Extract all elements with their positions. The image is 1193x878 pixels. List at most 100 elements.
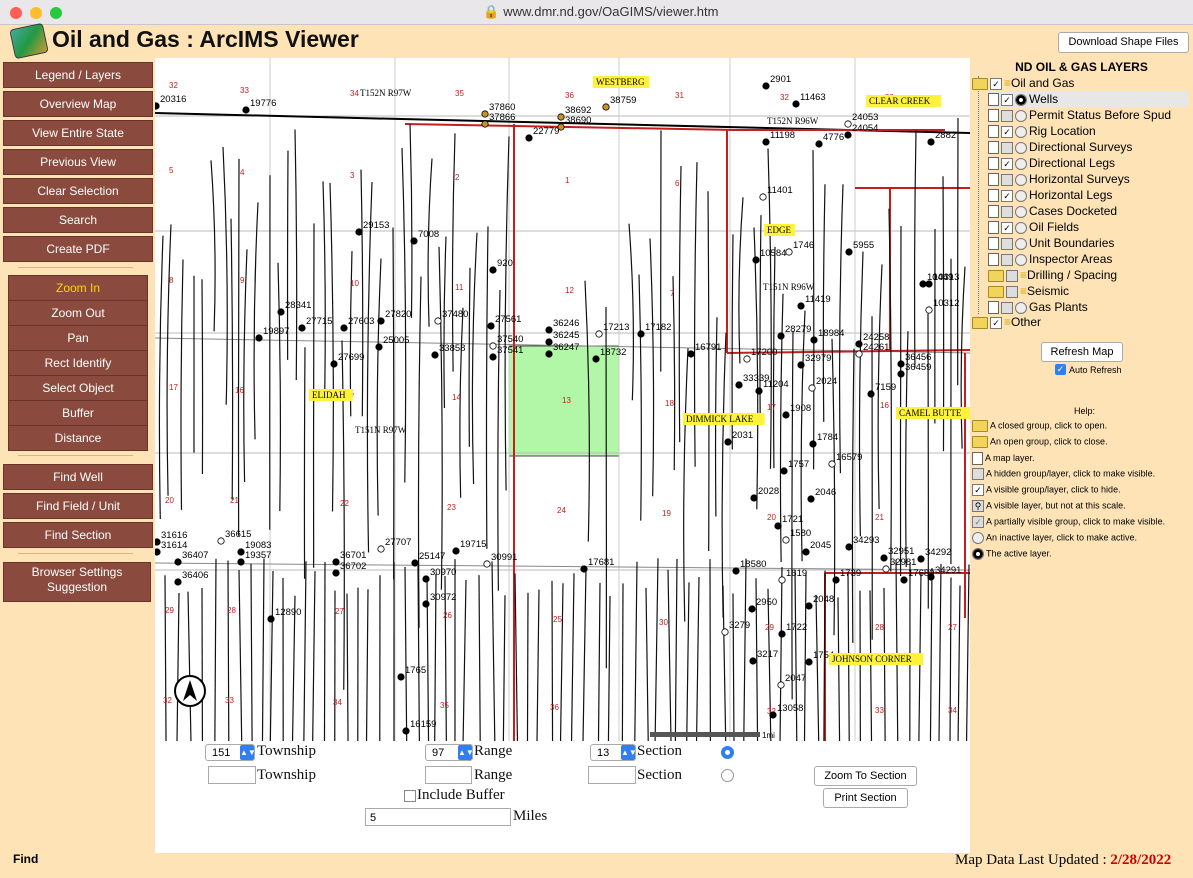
layer-group-other[interactable]: ✓≡Other xyxy=(972,314,1041,330)
well-label[interactable]: 37860 xyxy=(489,102,515,113)
well-symbol[interactable] xyxy=(802,548,810,556)
tool-zoom-inbutton[interactable]: Zoom In xyxy=(8,275,148,301)
refresh-map-button[interactable]: Refresh Map xyxy=(1041,342,1123,362)
well-label[interactable]: 18732 xyxy=(600,347,626,358)
layer-visibility-checkbox[interactable]: ✓ xyxy=(1001,93,1013,106)
layer-visibility-checkbox[interactable] xyxy=(1006,269,1018,282)
well-label[interactable]: 31614 xyxy=(161,540,187,551)
well-symbol[interactable] xyxy=(927,573,935,581)
well-symbol[interactable] xyxy=(845,248,853,256)
well-label[interactable]: 27699 xyxy=(338,352,364,363)
layer-item[interactable]: ✓Wells xyxy=(988,91,1188,107)
well-label[interactable]: 38690 xyxy=(565,115,591,126)
layer-item[interactable]: Horizontal Surveys xyxy=(988,171,1130,187)
well-label[interactable]: 24258 xyxy=(863,332,889,343)
well-symbol[interactable] xyxy=(355,228,363,236)
well-label[interactable]: 20316 xyxy=(160,94,186,105)
well-symbol[interactable] xyxy=(410,237,418,245)
well-symbol[interactable] xyxy=(797,302,805,310)
auto-refresh-checkbox[interactable]: ✓ xyxy=(1055,364,1066,375)
well-label[interactable]: 27715 xyxy=(306,316,332,327)
layer-item[interactable]: ✓Directional Legs xyxy=(988,155,1115,171)
layer-active-radio[interactable] xyxy=(1015,109,1027,122)
well-symbol[interactable] xyxy=(855,350,863,358)
well-symbol[interactable] xyxy=(778,576,786,584)
well-symbol[interactable] xyxy=(422,600,430,608)
close-window-button[interactable] xyxy=(10,7,22,19)
include-buffer-checkbox[interactable] xyxy=(404,790,416,802)
well-label[interactable]: 19357 xyxy=(245,550,271,561)
well-symbol[interactable] xyxy=(525,134,533,142)
well-label[interactable]: 28341 xyxy=(285,300,311,311)
well-symbol[interactable] xyxy=(489,353,497,361)
visible-checkbox[interactable]: ✓ xyxy=(990,316,1002,329)
well-symbol[interactable] xyxy=(155,548,161,556)
well-label[interactable]: 17680 xyxy=(908,568,934,579)
well-label[interactable]: 17182 xyxy=(645,322,671,333)
well-label[interactable]: 37480 xyxy=(442,309,468,320)
well-label[interactable]: 33858 xyxy=(439,343,465,354)
well-label[interactable]: 36459 xyxy=(905,362,931,373)
nav-view-entire-statebutton[interactable]: View Entire State xyxy=(3,120,153,146)
well-symbol[interactable] xyxy=(174,578,182,586)
well-symbol[interactable] xyxy=(880,554,888,562)
well-symbol[interactable] xyxy=(832,576,840,584)
well-symbol[interactable] xyxy=(778,630,786,638)
nav-clear-selectionbutton[interactable]: Clear Selection xyxy=(3,178,153,204)
well-label[interactable]: 32981 xyxy=(890,557,916,568)
well-symbol[interactable] xyxy=(777,681,785,689)
well-label[interactable]: 27561 xyxy=(495,314,521,325)
well-symbol[interactable] xyxy=(762,138,770,146)
well-label[interactable]: 32951 xyxy=(888,546,914,557)
well-symbol[interactable] xyxy=(750,494,758,502)
layer-active-radio[interactable] xyxy=(1015,221,1027,234)
zoom-to-section-button[interactable]: Zoom To Section xyxy=(814,766,917,786)
well-label[interactable]: 36407 xyxy=(182,550,208,561)
well-symbol[interactable] xyxy=(900,576,908,584)
minimize-window-button[interactable] xyxy=(30,7,42,19)
well-label[interactable]: 16791 xyxy=(695,342,721,353)
well-label[interactable]: 10584 xyxy=(760,248,786,259)
layer-active-radio[interactable] xyxy=(1015,301,1027,314)
layer-active-radio[interactable] xyxy=(1015,157,1027,170)
well-symbol[interactable] xyxy=(897,370,905,378)
well-symbol[interactable] xyxy=(545,326,553,334)
well-symbol[interactable] xyxy=(844,131,852,139)
layer-item[interactable]: ✓Rig Location xyxy=(988,123,1096,139)
well-symbol[interactable] xyxy=(797,361,805,369)
well-label[interactable]: 38759 xyxy=(610,95,636,106)
nav-create-pdfbutton[interactable]: Create PDF xyxy=(3,236,153,262)
well-label[interactable]: 34293 xyxy=(853,535,879,546)
well-label[interactable]: 34292 xyxy=(925,547,951,558)
well-label[interactable]: 36247 xyxy=(553,342,579,353)
well-label[interactable]: 32979 xyxy=(805,353,831,364)
well-label[interactable]: 11198 xyxy=(770,130,795,141)
well-label[interactable]: 27707 xyxy=(385,537,411,548)
range-input[interactable] xyxy=(425,766,472,784)
well-label[interactable]: 17213 xyxy=(603,322,629,333)
section-input[interactable] xyxy=(588,766,636,784)
layer-active-radio[interactable] xyxy=(1015,93,1027,106)
layer-active-radio[interactable] xyxy=(1015,253,1027,266)
well-label[interactable]: 31616 xyxy=(161,530,187,541)
print-section-button[interactable]: Print Section xyxy=(823,788,908,808)
well-symbol[interactable] xyxy=(845,543,853,551)
well-label[interactable]: 11204 xyxy=(763,379,789,390)
well-label[interactable]: 36615 xyxy=(225,529,251,540)
well-label[interactable]: 30970 xyxy=(430,567,456,578)
layer-item[interactable]: ✓Horizontal Legs xyxy=(988,187,1112,203)
well-label[interactable]: 3279 xyxy=(729,620,750,631)
well-label[interactable]: 2031 xyxy=(732,430,753,441)
well-label[interactable]: 37541 xyxy=(497,345,523,356)
layer-active-radio[interactable] xyxy=(1015,205,1027,218)
layer-visibility-checkbox[interactable] xyxy=(1001,301,1013,314)
address-bar[interactable]: 🔒www.dmr.nd.gov/OaGIMS/viewer.htm xyxy=(483,4,718,20)
well-label[interactable]: 1580 xyxy=(790,528,811,539)
well-symbol[interactable] xyxy=(780,467,788,475)
well-symbol[interactable] xyxy=(867,390,875,398)
well-symbol[interactable] xyxy=(807,495,815,503)
well-symbol[interactable] xyxy=(592,355,600,363)
well-symbol[interactable] xyxy=(815,140,823,148)
well-label[interactable]: 27820 xyxy=(385,309,411,320)
layer-item[interactable]: Unit Boundaries xyxy=(988,235,1114,251)
